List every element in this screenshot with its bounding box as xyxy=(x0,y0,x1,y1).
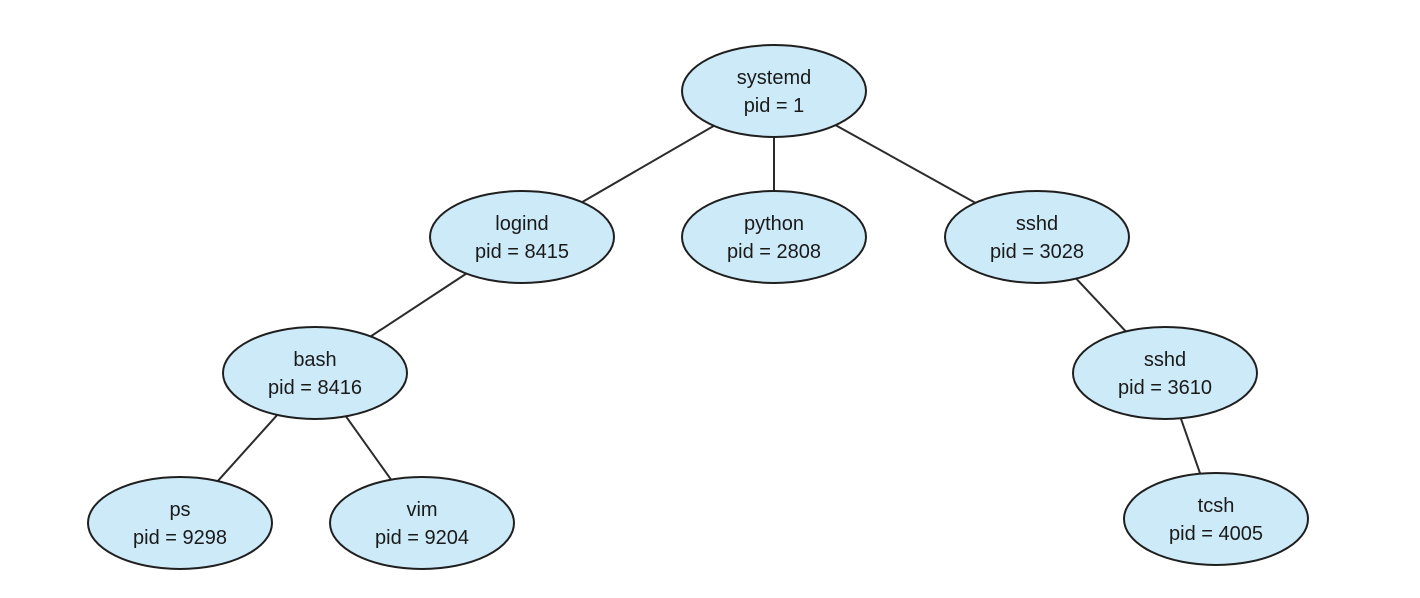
process-node-tcsh: tcsh pid = 4005 xyxy=(1123,472,1309,566)
process-node-bash: bash pid = 8416 xyxy=(222,326,408,420)
edge-sshd1-sshd2 xyxy=(1075,277,1127,333)
process-node-ellipse xyxy=(944,190,1130,284)
process-node-ps: ps pid = 9298 xyxy=(87,476,273,570)
process-pid: pid = 3028 xyxy=(990,241,1084,263)
process-node-ellipse xyxy=(222,326,408,420)
process-name: systemd xyxy=(737,67,811,89)
process-node-ellipse xyxy=(1123,472,1309,566)
edge-sshd2-tcsh xyxy=(1179,417,1202,475)
process-node-ellipse xyxy=(681,190,867,284)
process-node-ellipse xyxy=(681,44,867,138)
process-pid: pid = 1 xyxy=(744,95,805,117)
process-pid: pid = 4005 xyxy=(1169,523,1263,545)
tree-edges xyxy=(217,124,1202,482)
process-pid: pid = 9204 xyxy=(375,527,469,549)
process-name: logind xyxy=(495,213,548,235)
edge-systemd-logind xyxy=(581,124,715,204)
process-name: sshd xyxy=(1144,349,1186,371)
edge-bash-ps xyxy=(217,414,278,482)
process-node-sshd2: sshd pid = 3610 xyxy=(1072,326,1258,420)
process-node-sshd1: sshd pid = 3028 xyxy=(944,190,1130,284)
process-node-ellipse xyxy=(87,476,273,570)
edge-logind-bash xyxy=(370,272,467,338)
process-pid: pid = 2808 xyxy=(727,241,821,263)
process-name: sshd xyxy=(1016,213,1058,235)
process-pid: pid = 3610 xyxy=(1118,377,1212,399)
process-node-ellipse xyxy=(329,476,515,570)
process-node-logind: logind pid = 8415 xyxy=(429,190,615,284)
edge-bash-vim xyxy=(345,415,392,481)
tree-nodes: systemd pid = 1 logind pid = 8415 python pid … xyxy=(87,44,1309,570)
process-node-systemd: systemd pid = 1 xyxy=(681,44,867,138)
process-node-python: python pid = 2808 xyxy=(681,190,867,284)
edge-systemd-sshd1 xyxy=(835,124,976,204)
process-pid: pid = 9298 xyxy=(133,527,227,549)
process-pid: pid = 8415 xyxy=(475,241,569,263)
process-node-ellipse xyxy=(1072,326,1258,420)
process-node-ellipse xyxy=(429,190,615,284)
process-name: bash xyxy=(293,349,336,371)
process-name: python xyxy=(744,213,804,235)
process-pid: pid = 8416 xyxy=(268,377,362,399)
process-name: ps xyxy=(169,499,190,521)
process-name: vim xyxy=(406,499,437,521)
process-node-vim: vim pid = 9204 xyxy=(329,476,515,570)
process-name: tcsh xyxy=(1198,495,1235,517)
